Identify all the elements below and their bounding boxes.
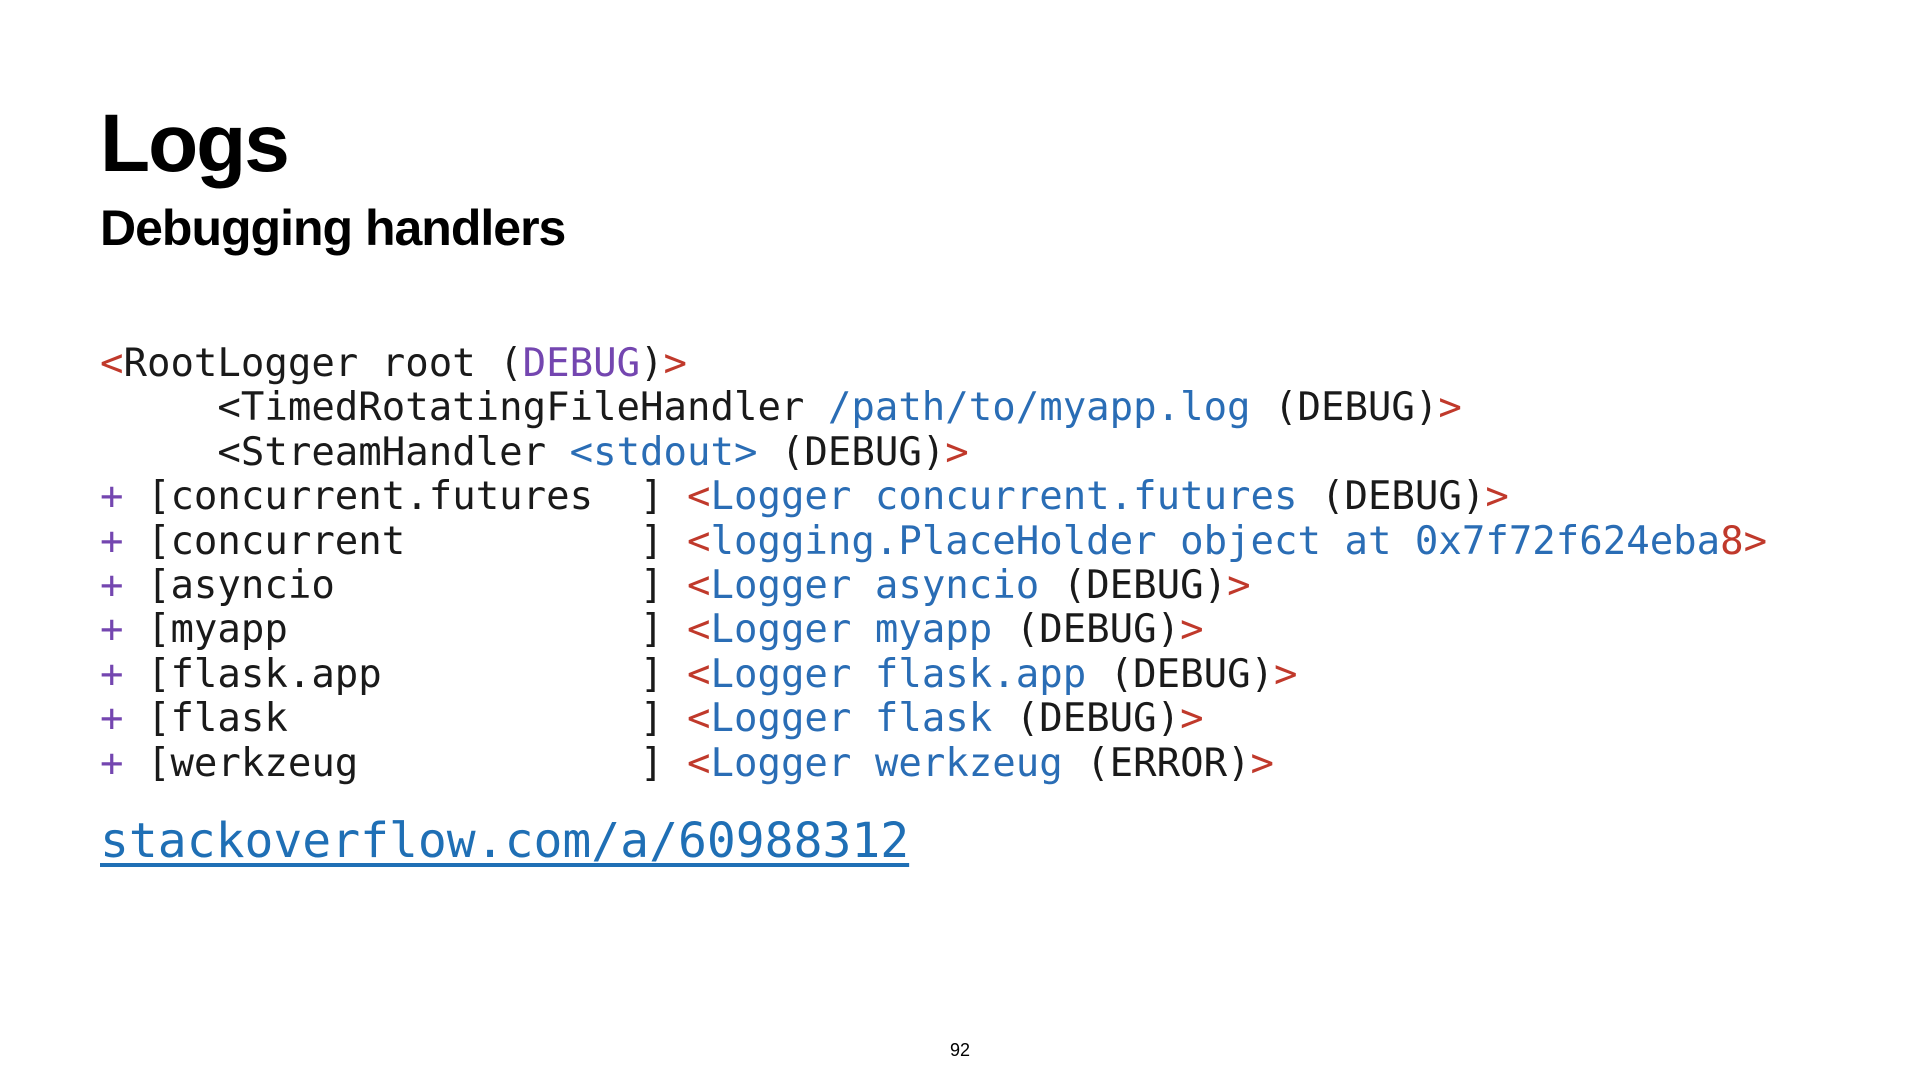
code-token: > [1180,607,1204,653]
code-token: > [945,429,969,475]
code-token: ) [640,341,664,386]
code-token: <StreamHandler [100,429,570,475]
code-token: < [687,696,711,742]
code-line: + [concurrent.futures ] <Logger concurre… [100,474,1767,520]
code-token: 8> [1720,518,1768,564]
code-token: (DEBUG) [757,429,946,475]
code-token: Logger asyncio [710,562,1040,608]
code-token: + [100,474,147,520]
code-token: Logger myapp [710,607,993,653]
code-token: [werkzeug ] [146,740,688,786]
code-token: Logger werkzeug [710,740,1063,786]
code-line: + [asyncio ] <Logger asyncio (DEBUG)> [100,562,1767,608]
code-token: + [100,651,147,697]
code-line: <StreamHandler <stdout> (DEBUG)> [100,429,1767,475]
code-token: Logger flask [710,696,993,742]
code-line: <RootLogger root (DEBUG)> [100,341,1767,386]
code-token: (DEBUG) [1250,385,1439,431]
page-number: 92 [949,1040,971,1060]
slide-title: Logs [100,98,290,189]
code-token: RootLogger root ( [123,341,523,386]
code-token: < [687,562,711,608]
code-token: > [1485,474,1509,520]
code-token: (DEBUG) [1086,651,1275,697]
logger-tree-code-block: <RootLogger root (DEBUG)> <TimedRotating… [100,341,1768,786]
code-token: + [100,607,147,653]
code-token: > [1438,385,1462,431]
code-token: [flask ] [146,696,688,742]
code-line: + [myapp ] <Logger myapp (DEBUG)> [100,608,1767,652]
code-token: (DEBUG) [1297,474,1486,520]
code-token: < [687,518,711,564]
code-line: + [werkzeug ] <Logger werkzeug (ERROR)> [100,740,1767,786]
code-token: <TimedRotatingFileHandler [100,385,828,431]
code-line: <TimedRotatingFileHandler /path/to/myapp… [100,386,1767,430]
code-line: + [flask.app ] <Logger flask.app (DEBUG)… [100,651,1767,697]
code-token: Logger flask.app [710,651,1087,697]
code-token: (DEBUG) [992,607,1181,653]
code-token: [myapp ] [146,607,688,653]
code-token: > [1274,651,1298,697]
code-line: + [flask ] <Logger flask (DEBUG)> [100,696,1767,742]
code-token: < [687,651,711,697]
code-token: > [1227,562,1251,608]
code-token: > [663,341,688,386]
code-token: + [100,696,147,742]
stackoverflow-link[interactable]: stackoverflow.com/a/60988312 [100,813,910,869]
code-token: + [100,740,147,786]
code-token: (DEBUG) [1039,562,1228,608]
code-token: 0x7f72f624eba [1414,518,1721,564]
code-token: < [100,341,124,386]
code-token: [concurrent ] [146,518,688,564]
code-token: logging.PlaceHolder object at [710,518,1415,564]
code-token: (ERROR) [1062,740,1251,786]
code-token: < [687,474,711,520]
code-token: [flask.app ] [146,651,688,697]
code-token: [asyncio ] [146,562,688,608]
code-token: < [687,607,711,653]
code-token: (DEBUG) [992,696,1181,742]
code-token: <stdout> [569,429,758,475]
code-token: > [1250,740,1275,786]
code-token: > [1180,696,1204,742]
code-token: + [100,562,147,608]
code-token: + [100,518,147,564]
code-token: DEBUG [522,341,641,386]
slide-subtitle: Debugging handlers [100,200,566,256]
code-token: [concurrent.futures ] [146,474,688,520]
code-line: + [concurrent ] <logging.PlaceHolder obj… [100,518,1768,564]
code-token: /path/to/myapp.log [827,385,1251,431]
code-token: < [687,740,711,786]
code-token: Logger concurrent.futures [710,474,1298,520]
